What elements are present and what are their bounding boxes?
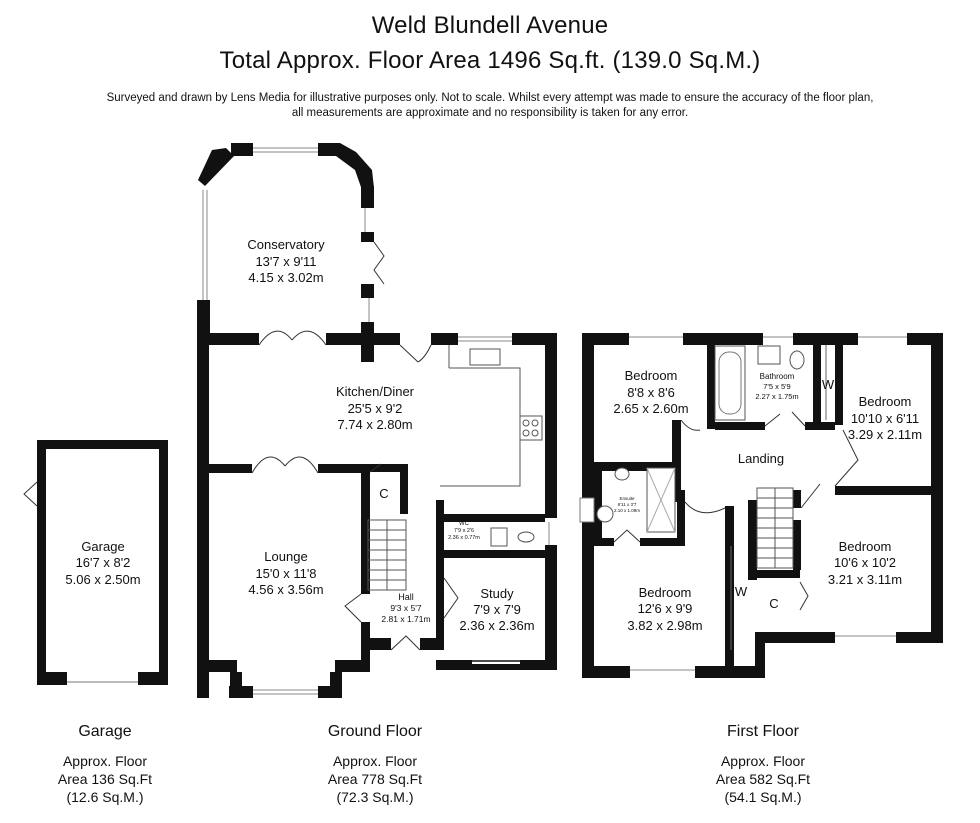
study-imperial: 7'9 x 7'9 <box>473 602 521 617</box>
garage-name: Garage <box>81 539 124 554</box>
bedroom-b-metric: 3.29 x 2.11m <box>848 427 922 442</box>
total-floor-area: Total Approx. Floor Area 1496 Sq.ft. (13… <box>219 47 761 74</box>
wardrobe-bedroom-c-marker: W <box>735 584 748 599</box>
ground-floor-plan <box>197 143 557 698</box>
first-floor-area-summary: First Floor Approx. Floor Area 582 Sq.Ft… <box>688 723 838 806</box>
disclaimer-line-1: Surveyed and drawn by Lens Media for ill… <box>106 92 874 104</box>
first-summary-title: First Floor <box>727 723 799 740</box>
bedroom-d-metric: 3.21 x 3.11m <box>828 572 902 587</box>
bedroom-d-imperial: 10'6 x 10'2 <box>834 555 896 570</box>
ground-summary-line2: Area 778 Sq.Ft <box>327 771 423 787</box>
garage-imperial: 16'7 x 8'2 <box>76 555 131 570</box>
bathroom-metric: 2.27 x 1.75m <box>755 392 798 401</box>
garage-metric: 5.06 x 2.50m <box>65 572 140 587</box>
bedroom-b-name: Bedroom <box>859 394 912 409</box>
bedroom-b-imperial: 10'10 x 6'11 <box>851 411 919 426</box>
property-address: Weld Blundell Avenue <box>371 12 609 39</box>
study-name: Study <box>480 586 514 601</box>
bedroom-c-metric: 3.82 x 2.98m <box>627 618 702 633</box>
bathroom-imperial: 7'5 x 5'9 <box>763 382 790 391</box>
conservatory-imperial: 13'7 x 9'11 <box>255 254 316 269</box>
garage-summary-line3: (12.6 Sq.M.) <box>66 789 144 805</box>
kitchen-metric: 7.74 x 2.80m <box>337 417 412 432</box>
bedroom-a-metric: 2.65 x 2.60m <box>613 401 688 416</box>
lounge-name: Lounge <box>264 549 307 564</box>
study-metric: 2.36 x 2.36m <box>459 618 534 633</box>
wardrobe-bedroom-b-marker: W <box>822 377 835 392</box>
conservatory-name: Conservatory <box>247 237 325 252</box>
first-summary-line2: Area 582 Sq.Ft <box>715 771 811 787</box>
kitchen-imperial: 25'5 x 9'2 <box>348 401 403 416</box>
kitchen-name: Kitchen/Diner <box>336 384 415 399</box>
ensuite-imperial: 6'11 x 3'7 <box>618 502 637 507</box>
hall-name: Hall <box>398 592 414 602</box>
garage-area-summary: Garage Approx. Floor Area 136 Sq.Ft (12.… <box>40 723 170 806</box>
conservatory-metric: 4.15 x 3.02m <box>248 270 323 285</box>
first-summary-line3: (54.1 Sq.M.) <box>724 789 802 805</box>
disclaimer: Surveyed and drawn by Lens Media for ill… <box>40 91 940 121</box>
bedroom-a-name: Bedroom <box>625 368 678 383</box>
first-summary-line1: Approx. Floor <box>720 753 806 769</box>
wc-imperial: 7'9 x 2'6 <box>454 528 474 534</box>
conservatory-walls <box>198 148 234 186</box>
ground-floor-area-summary: Ground Floor Approx. Floor Area 778 Sq.F… <box>300 723 450 806</box>
room-labels: Conservatory 13'7 x 9'11 4.15 x 3.02m Ki… <box>65 237 922 633</box>
cupboard-ground-marker: C <box>379 486 388 501</box>
ensuite-name: Ensuite <box>619 496 635 501</box>
landing-name: Landing <box>738 451 784 466</box>
ground-summary-line3: (72.3 Sq.M.) <box>336 789 414 805</box>
disclaimer-line-2: all measurements are approximate and no … <box>291 107 689 119</box>
garage-summary-line1: Approx. Floor <box>62 753 148 769</box>
lounge-metric: 4.56 x 3.56m <box>248 582 323 597</box>
bathroom-name: Bathroom <box>760 372 795 381</box>
bedroom-d-name: Bedroom <box>839 539 892 554</box>
ensuite-metric: 2.10 x 1.09m <box>614 508 640 513</box>
bedroom-c-name: Bedroom <box>639 585 692 600</box>
wc-metric: 2.36 x 0.77m <box>448 535 480 541</box>
garage-summary-title: Garage <box>78 723 132 740</box>
lounge-imperial: 15'0 x 11'8 <box>255 566 316 581</box>
garage-summary-line2: Area 136 Sq.Ft <box>57 771 153 787</box>
first-floor-plan <box>579 333 943 678</box>
bedroom-a-imperial: 8'8 x 8'6 <box>627 385 675 400</box>
ground-summary-line1: Approx. Floor <box>332 753 418 769</box>
ground-summary-title: Ground Floor <box>327 723 423 740</box>
cupboard-first-marker: C <box>769 596 778 611</box>
bedroom-c-imperial: 12'6 x 9'9 <box>638 601 693 616</box>
wc-name: WC <box>459 521 470 527</box>
hall-metric: 2.81 x 1.71m <box>381 614 430 624</box>
hall-imperial: 9'3 x 5'7 <box>390 603 421 613</box>
garage-plan <box>23 440 168 685</box>
